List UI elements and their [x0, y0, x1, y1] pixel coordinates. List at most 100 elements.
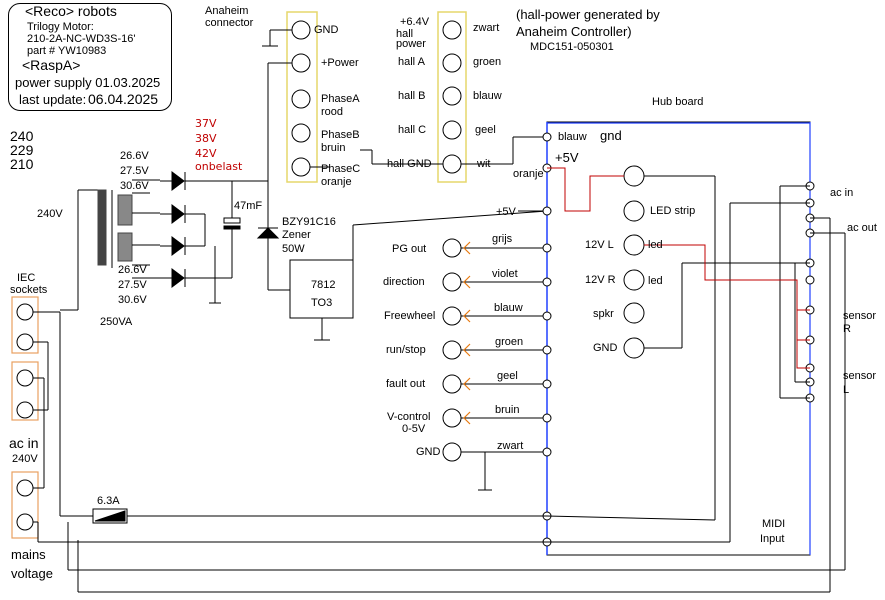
anaheim-phasec-color: oranje — [321, 176, 352, 188]
right-ac-out: ac out — [847, 222, 877, 234]
controller-model: MDC151-050301 — [530, 41, 614, 53]
motor-label: Trilogy Motor: — [27, 21, 94, 33]
wire-zwart: zwart — [497, 440, 524, 452]
rect-out-38v: 38V — [195, 132, 217, 145]
12v-r-label: 12V R — [585, 274, 616, 286]
sensor-r-1: sensor — [843, 310, 877, 322]
wire-grijs: grijs — [492, 233, 513, 245]
rect-out-onbelast: onbelast — [195, 160, 243, 173]
signal-freewheel: Freewheel — [384, 310, 436, 322]
signal-gnd: GND — [416, 446, 441, 458]
sensor-l-2: L — [843, 384, 850, 396]
mains-label-1: mains — [11, 547, 46, 562]
sec-top-3: 30.6V — [120, 180, 149, 192]
anaheim-phasea-color: rood — [321, 106, 344, 118]
signal-run-stop: run/stop — [386, 344, 426, 356]
anaheim-subtitle: connector — [205, 17, 254, 29]
hub-gnd-label: gnd — [600, 128, 622, 143]
hall-power-label-2: power — [396, 38, 426, 50]
fuse-rating: 6.3A — [97, 495, 120, 507]
sensor-r-2: R — [843, 323, 851, 335]
signal-fault-out: fault out — [386, 378, 426, 390]
voltage-240: 240 — [10, 128, 34, 144]
hall-color-zwart: zwart — [473, 22, 500, 34]
sec-bot-3: 30.6V — [118, 294, 147, 306]
transformer-rating: 250VA — [100, 316, 133, 328]
hall-power-label-1: hall — [396, 28, 414, 40]
wire-blauw: blauw — [494, 302, 523, 314]
hall-color-wit: wit — [477, 158, 491, 170]
anaheim-pin-phasec: PhaseC — [321, 163, 361, 175]
signal-v-control: V-control — [387, 411, 431, 423]
hall-6v4: +6.4V — [400, 16, 430, 28]
rect-out-37v: 37V — [195, 117, 217, 130]
anaheim-phaseb-color: bruin — [321, 142, 346, 154]
voltage-210: 210 — [10, 156, 34, 172]
wire-bruin: bruin — [495, 404, 520, 416]
sec-bot-1: 26.6V — [118, 264, 147, 276]
hub-5v-label: +5V — [555, 150, 579, 165]
hall-a: hall A — [398, 56, 425, 68]
title-box — [8, 3, 172, 111]
hall-color-geel: geel — [475, 124, 496, 136]
led-strip-label: LED strip — [650, 205, 696, 217]
transformer-primary: 240V — [37, 208, 63, 220]
hall-connector-box — [437, 11, 467, 183]
last-update-date: 06.04.2025 — [88, 91, 159, 107]
hub-board-outline — [546, 121, 811, 556]
hub-5v-wire: oranje — [513, 168, 544, 180]
sec-bot-2: 27.5V — [118, 279, 147, 291]
12v-l-label: 12V L — [585, 239, 614, 251]
hub-gnd-wire: blauw — [558, 131, 587, 143]
signal-v-control-range: 0-5V — [402, 423, 426, 435]
sec-top-2: 27.5V — [120, 165, 149, 177]
hall-color-groen: groen — [473, 56, 502, 68]
iec-label-2: sockets — [10, 284, 48, 296]
regulator-model: 7812 — [311, 279, 336, 291]
spkr-label: spkr — [593, 308, 614, 320]
anaheim-pin-gnd: GND — [314, 24, 339, 36]
raspa-label: <RaspA> — [22, 57, 81, 73]
midi-label: MIDI — [762, 518, 786, 530]
anaheim-title: Anaheim — [205, 5, 249, 17]
iec-ac-in: ac in — [9, 435, 39, 451]
hall-gnd: hall GND — [387, 158, 432, 170]
anaheim-connector-box — [286, 11, 318, 183]
wire-groen: groen — [495, 336, 524, 348]
led-r-label: led — [648, 275, 663, 287]
sec-top-1: 26.6V — [120, 150, 149, 162]
led-l-label: led — [648, 239, 663, 251]
hall-note-1: (hall-power generated by — [516, 7, 660, 22]
voltage-229: 229 — [10, 142, 34, 158]
wire-violet: violet — [492, 268, 518, 280]
hall-b: hall B — [398, 90, 426, 102]
right-ac-in: ac in — [830, 187, 854, 199]
anaheim-pin-phaseb: PhaseB — [321, 129, 360, 141]
anaheim-pin-power: +Power — [321, 57, 359, 69]
capacitor-label: 47mF — [234, 200, 263, 212]
signal-pg-out: PG out — [392, 243, 427, 255]
wire-geel: geel — [497, 370, 518, 382]
rect-out-42v: 42V — [195, 147, 217, 160]
midi-input-label: Input — [760, 533, 785, 545]
zener-model: BZY91C16 — [282, 216, 336, 228]
zener-label: Zener — [282, 229, 311, 241]
mains-label-2: voltage — [11, 566, 53, 581]
hall-note-2: Anaheim Controller) — [516, 24, 632, 39]
hall-c: hall C — [398, 124, 427, 136]
brand-title: <Reco> robots — [25, 3, 117, 19]
anaheim-pin-phasea: PhaseA — [321, 93, 360, 105]
hub-gnd-right: GND — [593, 342, 618, 354]
signal-direction: direction — [383, 276, 425, 288]
iec-label-1: IEC — [17, 272, 36, 284]
regulator-package: TO3 — [311, 297, 333, 309]
zener-power: 50W — [282, 243, 305, 255]
iec-ac-in-voltage: 240V — [12, 453, 38, 465]
last-update-label: last update: — [19, 92, 87, 107]
hub-board-title: Hub board — [652, 96, 704, 108]
sensor-l-1: sensor — [843, 370, 877, 382]
hall-color-blauw: blauw — [473, 90, 502, 102]
power-supply-date: power supply 01.03.2025 — [15, 75, 161, 90]
